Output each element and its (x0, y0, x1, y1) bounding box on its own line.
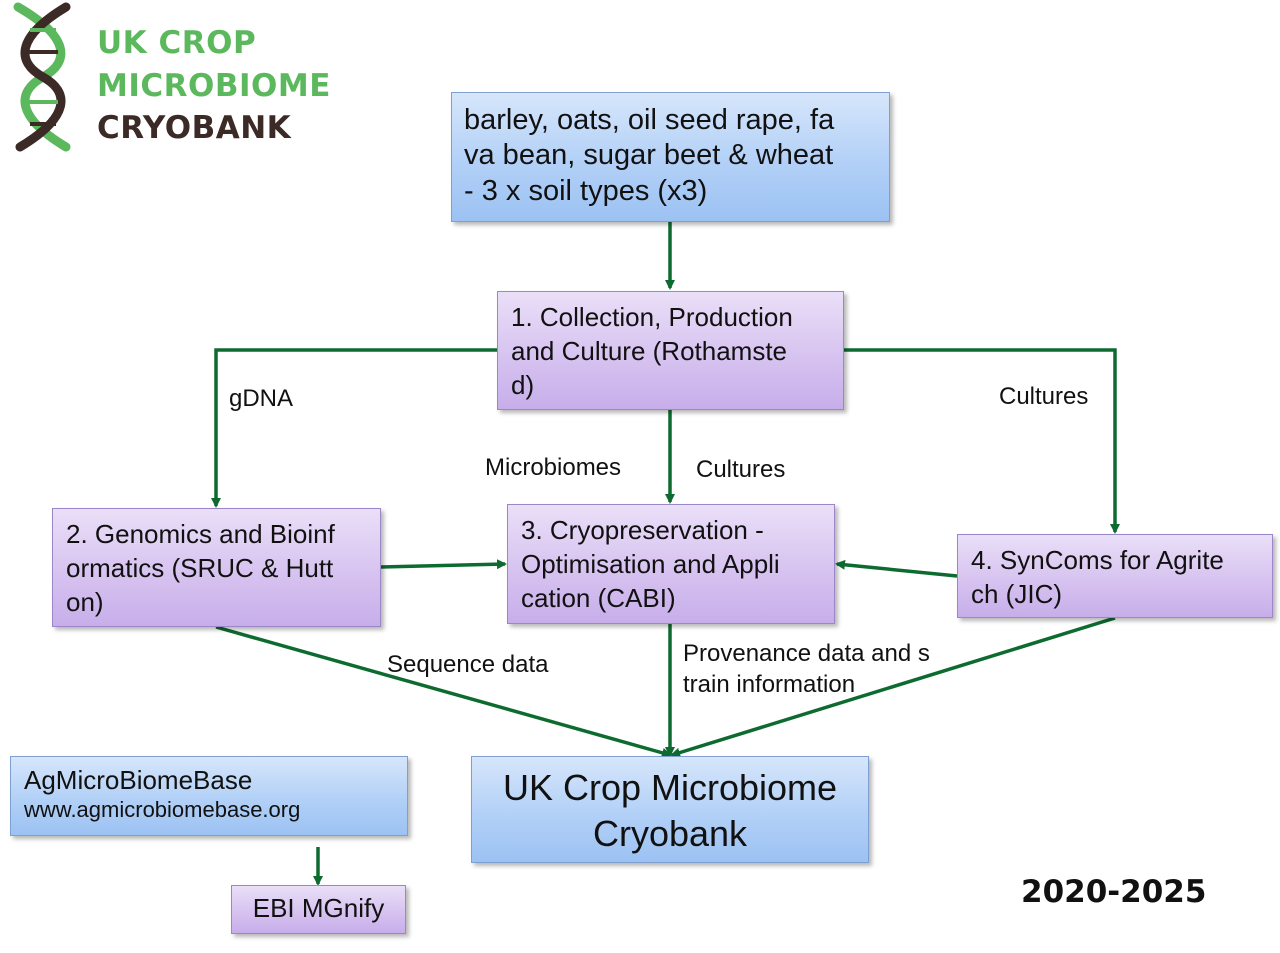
label-gdna: gDNA (229, 385, 294, 412)
syncoms-box: 4. SynComs for Agrite ch (JIC) (957, 534, 1273, 618)
agmicrobiomebase-box: AgMicroBiomeBase www.agmicrobiomebase.or… (10, 756, 408, 836)
arrow-collection-to-syncoms (844, 348, 1120, 534)
dna-helix-icon (13, 2, 71, 152)
genomics-box: 2. Genomics and Bioinf ormatics (SRUC & … (52, 508, 381, 627)
label-cultures-right: Cultures (999, 383, 1089, 410)
arrow-collection-to-genomics (211, 348, 498, 508)
arrow-syncoms-to-cryobank (670, 616, 1116, 758)
label-sequence-data: Sequence data (387, 651, 549, 678)
cryopreservation-box: 3. Cryopreservation - Optimisation and A… (507, 504, 835, 624)
agmicrobiomebase-title: AgMicroBiomeBase (24, 765, 253, 795)
logo-line-1: UK CROP (97, 25, 257, 61)
arrow-genomics-to-cryobank (215, 625, 672, 758)
label-microbiomes: Microbiomes (485, 454, 622, 481)
logo-line-3: CRYOBANK (97, 110, 292, 146)
logo-line-2: MICROBIOME (97, 68, 331, 104)
agmicrobiomebase-url: www.agmicrobiomebase.org (24, 797, 301, 823)
label-cultures-center: Cultures (696, 456, 786, 483)
collection-box: 1. Collection, Production and Culture (R… (497, 291, 844, 410)
crops-box: barley, oats, oil seed rape, fa va bean,… (451, 92, 890, 222)
period-label: 2020-2025 (1021, 874, 1207, 910)
ebi-mgnify-box: EBI MGnify (231, 885, 406, 934)
arrow-syncoms-to-cryo (835, 559, 958, 578)
label-provenance: Provenance data and s train information (683, 640, 930, 699)
arrow-genomics-to-cryo (380, 559, 507, 570)
cryobank-box: UK Crop Microbiome Cryobank (471, 756, 869, 863)
